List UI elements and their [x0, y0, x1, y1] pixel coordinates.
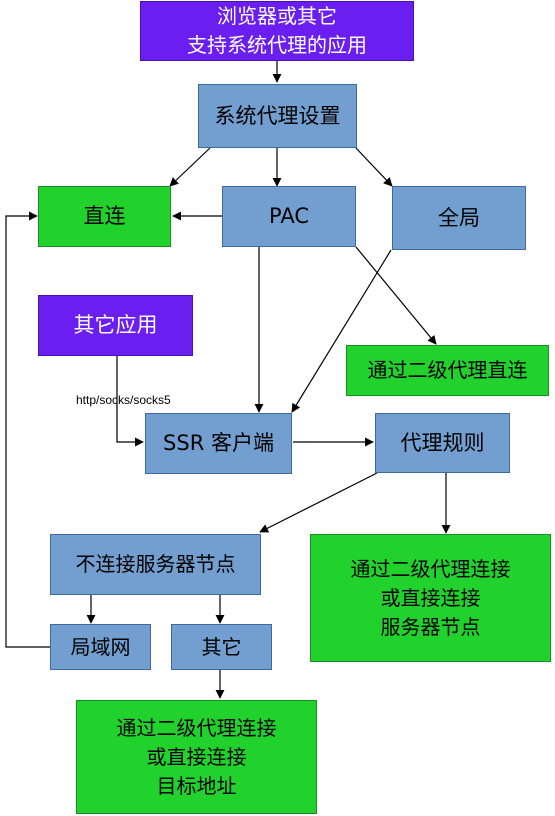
- node-ssr-client: SSR 客户端: [145, 413, 292, 474]
- node-browser: 浏览器或其它支持系统代理的应用: [140, 1, 414, 61]
- edge-label-protocols: http/socks/socks5: [76, 393, 171, 407]
- edge-sysproxy-direct: [169, 147, 211, 187]
- edge-pac-second-direct: [355, 246, 437, 345]
- node-text-line: 通过二级代理连接: [350, 556, 511, 581]
- node-second-proxy-direct: 通过二级代理直连: [346, 345, 549, 396]
- node-text-line: PAC: [269, 204, 309, 229]
- node-no-server: 不连接服务器节点: [50, 534, 261, 595]
- node-text-line: 通过二级代理直连: [367, 358, 528, 382]
- node-pac: PAC: [222, 186, 356, 247]
- edge-sysproxy-global: [355, 147, 393, 187]
- node-text-line: 通过二级代理连接: [116, 715, 277, 740]
- node-text-line: 代理规则: [400, 430, 485, 455]
- node-text-line: 全局: [438, 205, 480, 230]
- node-text-line: 系统代理设置: [214, 103, 341, 128]
- node-other-apps: 其它应用: [38, 295, 193, 356]
- edge-lan-direct: [5, 211, 50, 648]
- node-text-line: 浏览器或其它: [217, 4, 337, 28]
- node-direct: 直连: [38, 186, 171, 247]
- node-target-address: 通过二级代理连接或直接连接目标地址: [76, 700, 317, 814]
- node-text-line: 直连: [83, 204, 126, 229]
- node-other: 其它: [171, 624, 272, 670]
- node-text-line: SSR 客户端: [163, 431, 274, 456]
- node-text-line: 或直接连接: [380, 585, 481, 610]
- node-text-line: 支持系统代理的应用: [187, 33, 367, 57]
- node-text-line: 其它应用: [73, 313, 158, 338]
- node-text-line: 不连接服务器节点: [75, 552, 236, 576]
- node-global: 全局: [392, 186, 526, 250]
- node-text-line: 其它: [201, 634, 242, 659]
- node-lan: 局域网: [50, 624, 151, 670]
- node-text-line: 目标地址: [156, 773, 237, 798]
- node-proxy-rules: 代理规则: [375, 413, 510, 473]
- edge-rules-no-server: [259, 472, 378, 533]
- node-system-proxy: 系统代理设置: [198, 84, 357, 148]
- node-text-line: 服务器节点: [380, 614, 481, 639]
- node-server-node: 通过二级代理连接或直接连接服务器节点: [310, 534, 551, 662]
- node-text-line: 局域网: [70, 634, 131, 659]
- edge-other-apps-ssr: [116, 356, 144, 447]
- edge-global-ssr: [291, 249, 392, 413]
- node-text-line: 或直接连接: [146, 744, 247, 769]
